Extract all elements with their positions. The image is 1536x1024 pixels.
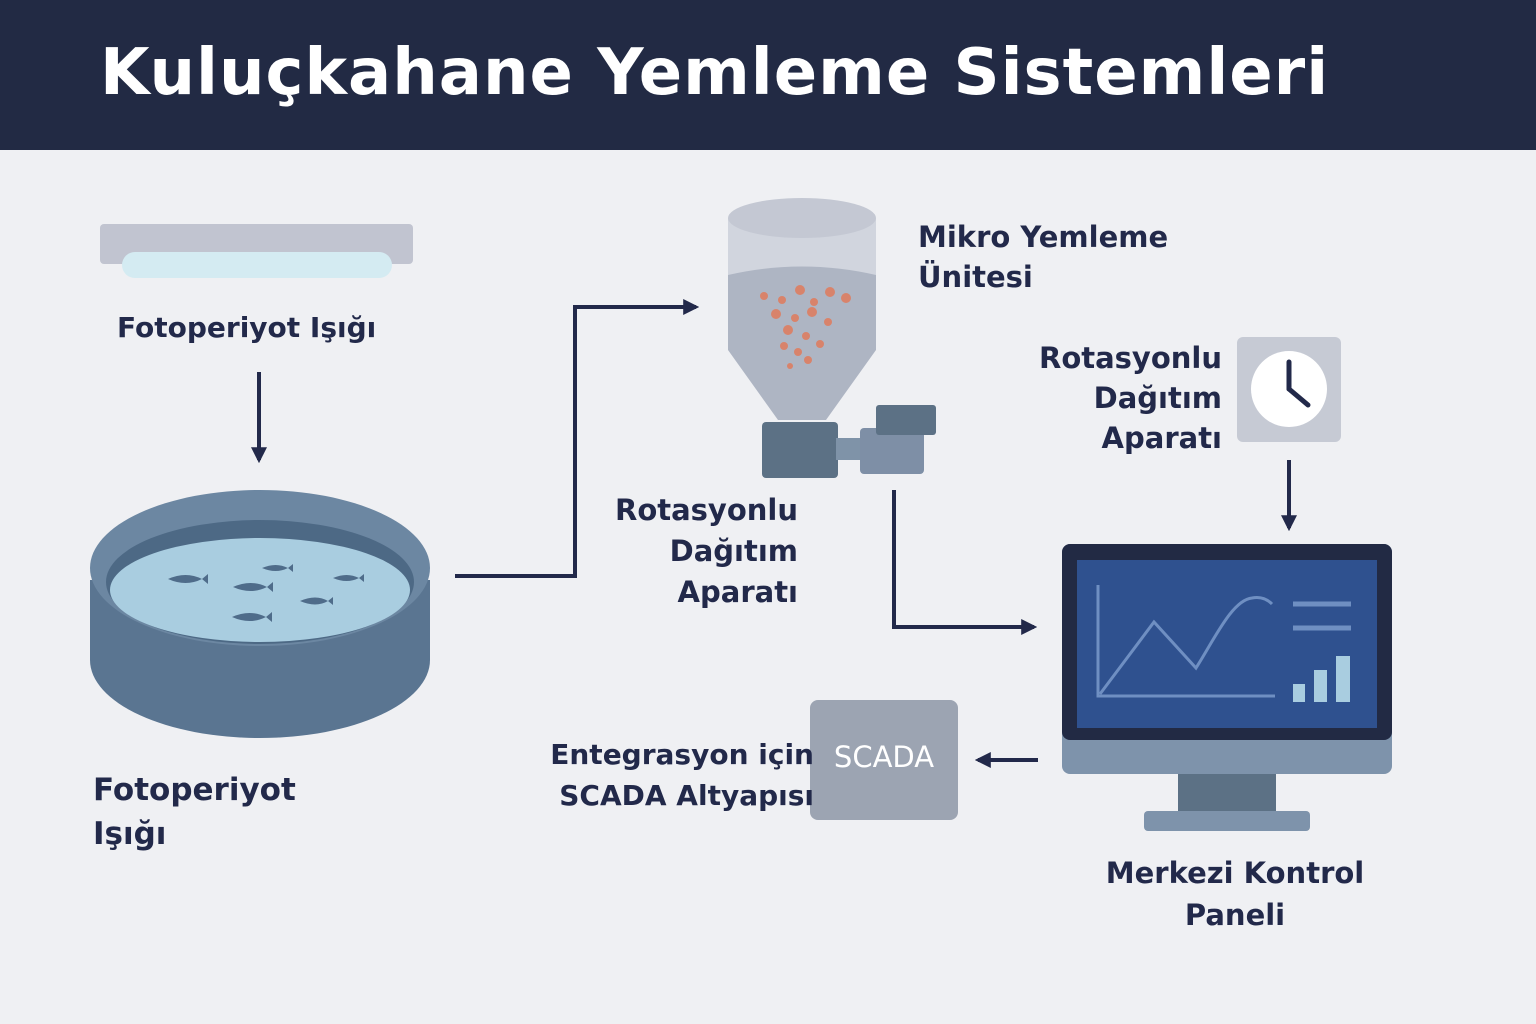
- scada-label: Entegrasyon için SCADA Altyapısı: [550, 738, 814, 812]
- rotary-mid-label: Rotasyonlu Dağıtım Aparatı: [614, 493, 798, 610]
- line-chart-icon: [1096, 585, 1275, 698]
- fish-icon: [168, 564, 364, 622]
- tank-label: Fotoperiyot Işığı: [93, 772, 296, 853]
- scada-box: [810, 700, 958, 820]
- arrow-hopper-to-panel: [892, 490, 1038, 635]
- monitor-icon: [1062, 544, 1392, 831]
- arrow-tank-to-hopper: [455, 299, 700, 578]
- rotary-right-label: Rotasyonlu Dağıtım Aparatı: [1038, 341, 1222, 456]
- bar-chart-icon: [1293, 656, 1350, 702]
- header-bar: Kuluçkahane Yemleme Sistemleri: [0, 0, 1536, 150]
- light-top-label: Fotoperiyot Işığı: [117, 311, 377, 344]
- hopper-label: Mikro Yemleme Ünitesi: [918, 220, 1169, 295]
- hopper-icon: [728, 198, 936, 478]
- panel-label: Merkezi Kontrol Paneli: [1105, 856, 1365, 933]
- light-fixture-icon: [100, 224, 413, 278]
- clock-icon: [1237, 337, 1341, 442]
- page-title: Kuluçkahane Yemleme Sistemleri: [100, 36, 1330, 110]
- fish-tank-icon: [90, 490, 430, 738]
- scada-box-label: SCADA: [833, 740, 935, 774]
